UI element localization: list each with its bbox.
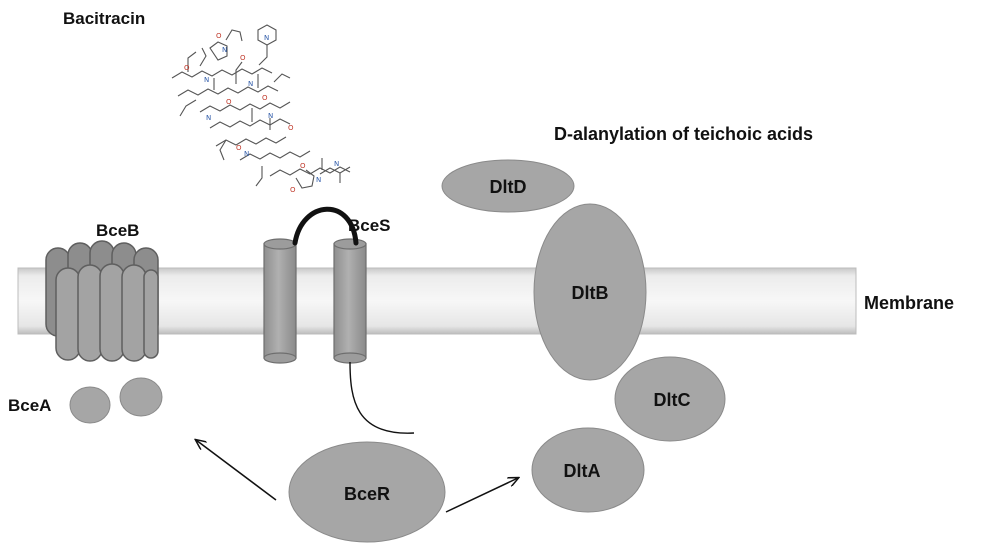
svg-text:O: O bbox=[236, 144, 242, 152]
bacitracin-atoms: O O O O O O O O O bbox=[184, 32, 306, 194]
bacitracin-molecule bbox=[171, 24, 351, 189]
svg-text:N: N bbox=[222, 46, 227, 54]
bces-label: BceS bbox=[348, 216, 391, 235]
bcer-label: BceR bbox=[344, 484, 390, 504]
bceb-transporter bbox=[45, 240, 159, 362]
arrow-to-dlta bbox=[445, 478, 518, 513]
svg-text:N: N bbox=[264, 34, 269, 42]
svg-text:O: O bbox=[262, 94, 268, 102]
dltd-label: DltD bbox=[490, 177, 527, 197]
dltc-protein bbox=[614, 356, 726, 442]
svg-text:O: O bbox=[290, 186, 296, 194]
dltb-protein bbox=[533, 203, 647, 381]
bces-sensor bbox=[263, 206, 415, 434]
bceb-label: BceB bbox=[96, 221, 139, 240]
dltd-protein bbox=[441, 159, 575, 213]
membrane-label: Membrane bbox=[864, 293, 954, 313]
svg-text:O: O bbox=[226, 98, 232, 106]
bcea-label: BceA bbox=[8, 396, 51, 415]
dltc-label: DltC bbox=[654, 390, 691, 410]
svg-text:N: N bbox=[316, 176, 321, 184]
svg-text:O: O bbox=[216, 32, 222, 40]
dltb-label: DltB bbox=[572, 283, 609, 303]
svg-text:N: N bbox=[244, 150, 249, 158]
bcea-protein-left bbox=[69, 386, 111, 424]
svg-text:O: O bbox=[288, 124, 294, 132]
bcer-protein bbox=[288, 441, 446, 543]
dlta-protein bbox=[531, 427, 645, 513]
svg-text:N: N bbox=[204, 76, 209, 84]
dlta-label: DltA bbox=[564, 461, 601, 481]
arrow-to-bcea bbox=[196, 440, 277, 501]
dlt-pathway-title: D-alanylation of teichoic acids bbox=[554, 124, 813, 144]
svg-text:O: O bbox=[300, 162, 306, 170]
svg-text:N: N bbox=[206, 114, 211, 122]
bacitracin-label: Bacitracin bbox=[63, 9, 145, 28]
svg-text:N: N bbox=[334, 160, 339, 168]
bacitracin-nitrogens: N N N N N N N N N bbox=[204, 34, 339, 184]
bcea-protein-right bbox=[119, 377, 163, 417]
svg-text:O: O bbox=[184, 64, 190, 72]
svg-text:N: N bbox=[248, 80, 253, 88]
svg-text:O: O bbox=[240, 54, 246, 62]
svg-text:N: N bbox=[268, 112, 273, 120]
